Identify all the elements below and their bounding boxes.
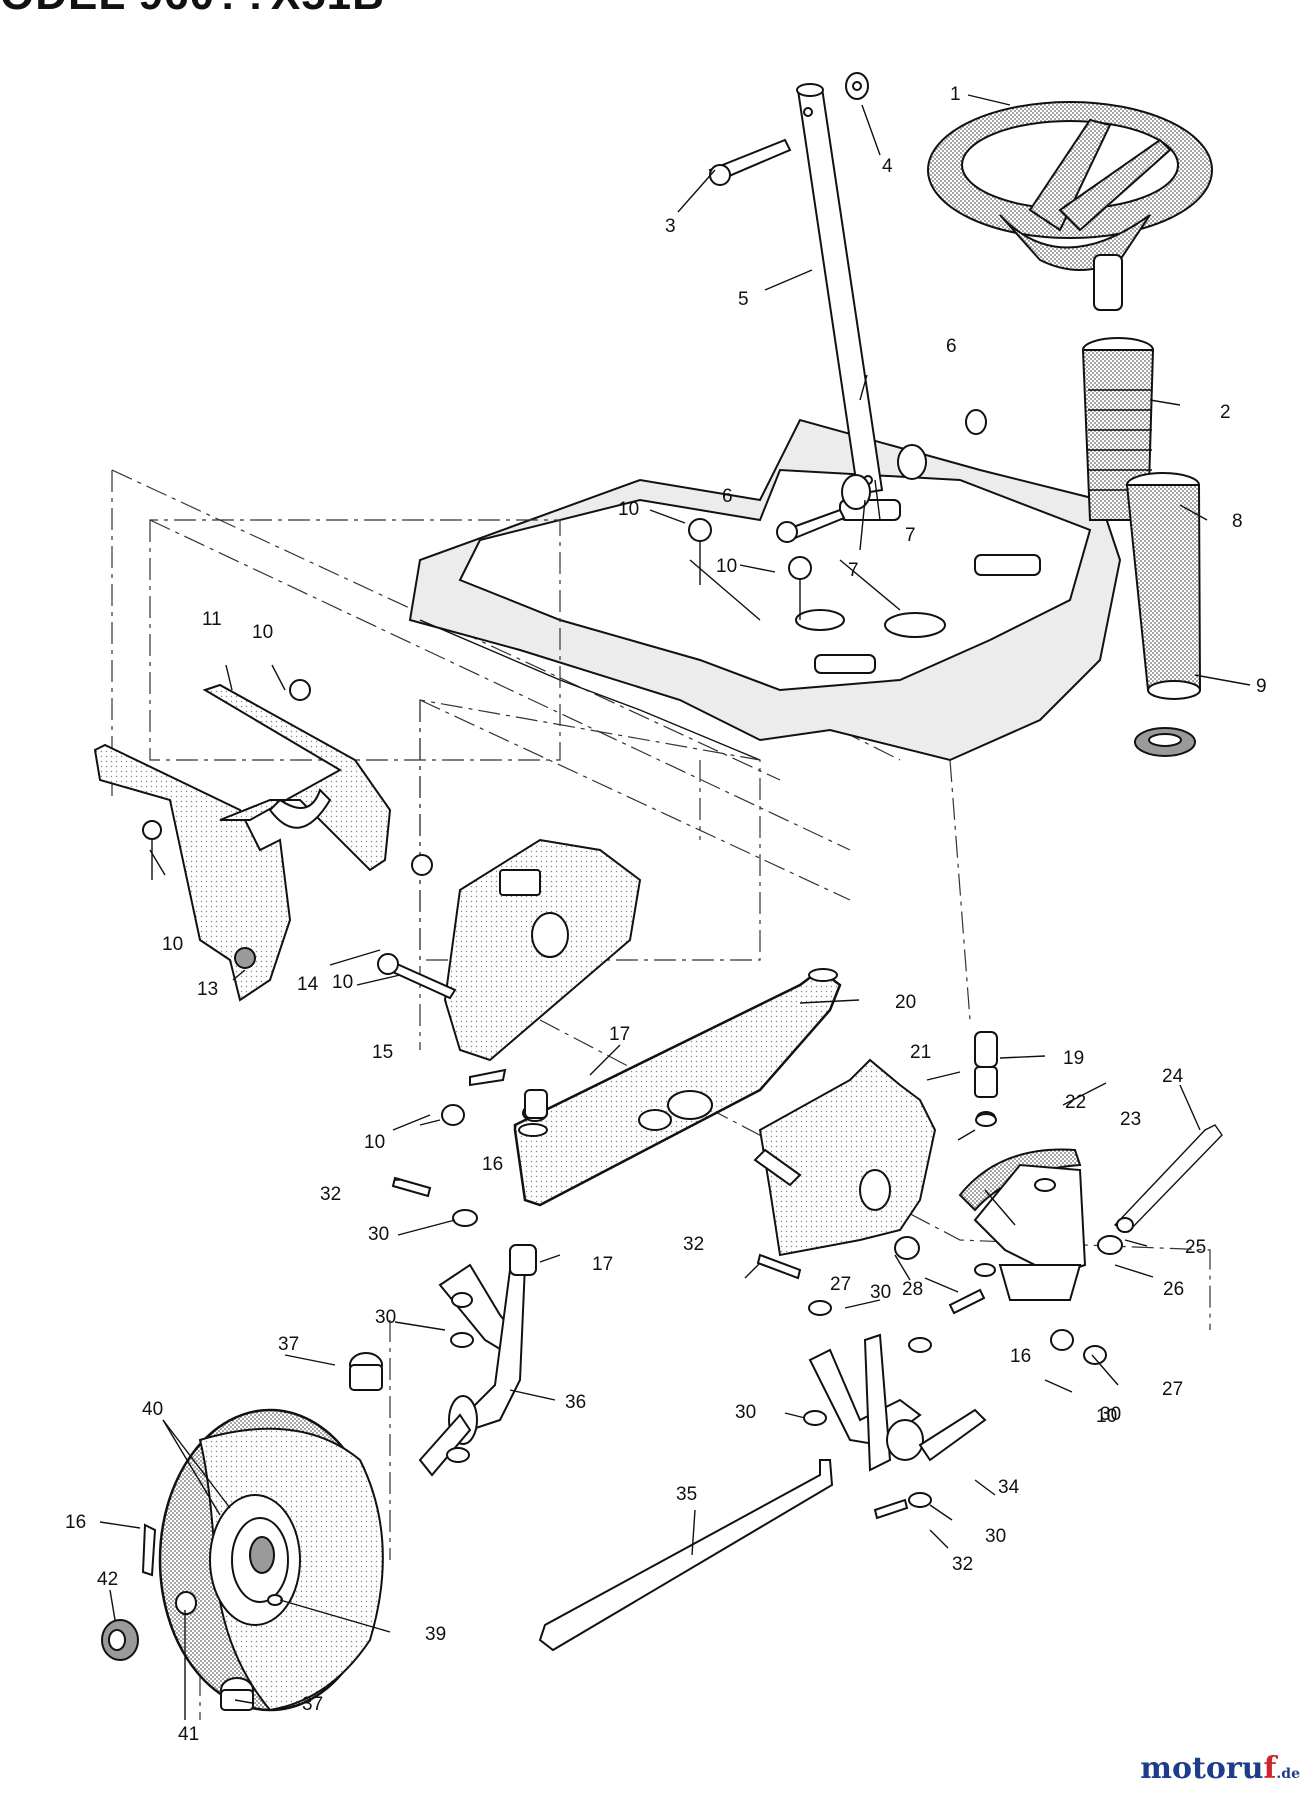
callout-4: 4 (882, 156, 893, 177)
callout-23: 23 (1120, 1109, 1141, 1130)
tube-sleeve (1125, 472, 1202, 700)
callout-30a: 30 (368, 1224, 389, 1245)
callout-16c: 16 (65, 1512, 86, 1533)
callout-15: 15 (372, 1042, 393, 1063)
callout-40: 40 (142, 1399, 163, 1420)
right-spindle (808, 1333, 987, 1472)
callout-20: 20 (895, 992, 916, 1013)
callout-21: 21 (910, 1042, 931, 1063)
callout-32b: 32 (683, 1234, 704, 1255)
callout-10b: 10 (716, 556, 737, 577)
callout-26: 26 (1163, 1279, 1184, 1300)
callout-5: 5 (738, 289, 749, 310)
callout-17b: 17 (592, 1254, 613, 1275)
watermark-accent-text: f (1263, 1751, 1277, 1786)
leader-lines (99, 94, 1251, 1720)
left-spindle (418, 1263, 527, 1477)
callout-41: 41 (178, 1724, 199, 1745)
steering-wheel (927, 101, 1213, 311)
callout-10e: 10 (332, 972, 353, 993)
callout-39: 39 (425, 1624, 446, 1645)
watermark-suffix-text: .de (1276, 1766, 1300, 1782)
tie-rod (538, 1459, 834, 1652)
callout-37b: 37 (302, 1694, 323, 1715)
pinion (974, 1031, 998, 1125)
washers (391, 1068, 1107, 1520)
callout-30e: 30 (985, 1526, 1006, 1547)
callout-32a: 32 (320, 1184, 341, 1205)
callout-labels: 1 2 3 4 5 6 6 7 7 8 9 10 10 10 10 10 10 … (65, 84, 1267, 1745)
steering-shaft (796, 83, 884, 496)
left-support-bracket (93, 679, 392, 1002)
callout-10f: 10 (364, 1132, 385, 1153)
callout-30c: 30 (870, 1282, 891, 1303)
callout-32c: 32 (952, 1554, 973, 1575)
callout-3: 3 (665, 216, 676, 237)
axle-bracket (753, 1058, 937, 1257)
callout-7a: 7 (905, 525, 916, 546)
callout-13: 13 (197, 979, 218, 1000)
callout-1: 1 (950, 84, 961, 105)
front-plate (377, 838, 642, 1062)
callout-27b: 27 (1162, 1379, 1183, 1400)
callout-11: 11 (202, 609, 222, 630)
grommet (1134, 727, 1196, 757)
callout-22: 22 (1065, 1092, 1086, 1113)
callout-7b: 7 (848, 560, 859, 581)
front-wheel (158, 1408, 384, 1712)
callout-14: 14 (297, 974, 319, 995)
model-title: ODEL 960??X51B (0, 0, 385, 20)
callout-36: 36 (565, 1392, 586, 1413)
top-hardware (688, 72, 987, 620)
callout-16a: 16 (482, 1154, 503, 1175)
callout-10d: 10 (162, 934, 183, 955)
callout-19: 19 (1063, 1048, 1084, 1069)
frame-dash-panel (408, 418, 1122, 762)
callout-27a: 27 (830, 1274, 851, 1295)
sector-gear (958, 1148, 1087, 1301)
callout-17a: 17 (609, 1024, 630, 1045)
callout-10a: 10 (618, 499, 639, 520)
callout-16b: 16 (1010, 1346, 1031, 1367)
callout-42: 42 (97, 1569, 118, 1590)
callout-6b: 6 (722, 486, 733, 507)
callout-37a: 37 (278, 1334, 299, 1355)
callout-2: 2 (1220, 402, 1231, 423)
callout-8: 8 (1232, 511, 1243, 532)
callout-30b: 30 (375, 1307, 396, 1328)
callout-24: 24 (1162, 1066, 1184, 1087)
callout-10g: 10 (1096, 1406, 1117, 1427)
callout-34: 34 (998, 1477, 1020, 1498)
watermark-main-text: motoru (1140, 1751, 1264, 1786)
callout-10c: 10 (252, 622, 273, 643)
callout-30d: 30 (735, 1402, 756, 1423)
front-axle (513, 968, 842, 1207)
callout-35: 35 (676, 1484, 697, 1505)
callout-30f: 30 (1100, 1404, 1121, 1425)
callout-28: 28 (902, 1279, 923, 1300)
watermark-logo: motoruf.de (1140, 1751, 1300, 1786)
callout-6a: 6 (946, 336, 957, 357)
callout-25: 25 (1185, 1237, 1206, 1258)
drag-link (1097, 1124, 1223, 1255)
callout-9: 9 (1256, 676, 1267, 697)
